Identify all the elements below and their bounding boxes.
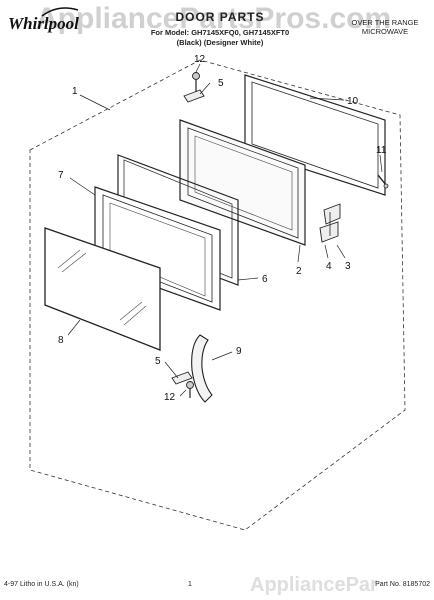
part-11-pin bbox=[377, 174, 389, 189]
callout-1: 1 bbox=[72, 86, 78, 97]
callout-12-top: 12 bbox=[194, 54, 206, 65]
page-title: DOOR PARTS bbox=[175, 10, 265, 24]
callout-3: 3 bbox=[345, 261, 351, 272]
footer-part-number: Part No. 8185702 bbox=[375, 581, 430, 588]
callout-8: 8 bbox=[58, 335, 64, 346]
callout-12-bottom: 12 bbox=[164, 392, 176, 403]
footer-litho: 4-97 Litho in U.S.A. (kn) bbox=[4, 581, 79, 588]
callout-5-top: 5 bbox=[218, 78, 224, 89]
callout-5-bottom: 5 bbox=[155, 356, 161, 367]
callout-6: 6 bbox=[262, 274, 268, 285]
callout-4: 4 bbox=[326, 261, 332, 272]
watermark-text: AppliancePartsPros.com bbox=[36, 2, 392, 35]
color-variants: (Black) (Designer White) bbox=[176, 38, 264, 47]
assembly-outline bbox=[29, 59, 406, 531]
logo-swoosh-icon bbox=[41, 7, 79, 17]
footer-watermark: AppliancePar bbox=[250, 574, 378, 596]
footer-page-number: 1 bbox=[188, 581, 192, 588]
part-5-top-bracket bbox=[183, 72, 205, 103]
product-line-1: OVER THE RANGE bbox=[351, 18, 419, 27]
callout-10: 10 bbox=[347, 96, 359, 107]
brand-logo: Whirlpool bbox=[8, 14, 79, 33]
callout-7: 7 bbox=[58, 170, 64, 181]
callout-11: 11 bbox=[376, 145, 387, 156]
part-10-choke-frame bbox=[244, 74, 386, 196]
part-8-door-glass bbox=[44, 227, 161, 351]
part-7-door-frame bbox=[94, 186, 221, 311]
part-5-bottom-bracket bbox=[171, 371, 194, 398]
product-line-2: MICROWAVE bbox=[361, 27, 409, 36]
callout-9: 9 bbox=[236, 346, 242, 357]
part-3-4-latch-hooks bbox=[319, 203, 341, 243]
part-2-inner-door-frame bbox=[179, 119, 306, 246]
model-numbers: For Model: GH7145XFQ0, GH7145XFT0 bbox=[150, 28, 290, 37]
leader-lines bbox=[67, 63, 383, 397]
part-9-door-handle bbox=[191, 334, 213, 403]
callout-2: 2 bbox=[296, 266, 302, 277]
